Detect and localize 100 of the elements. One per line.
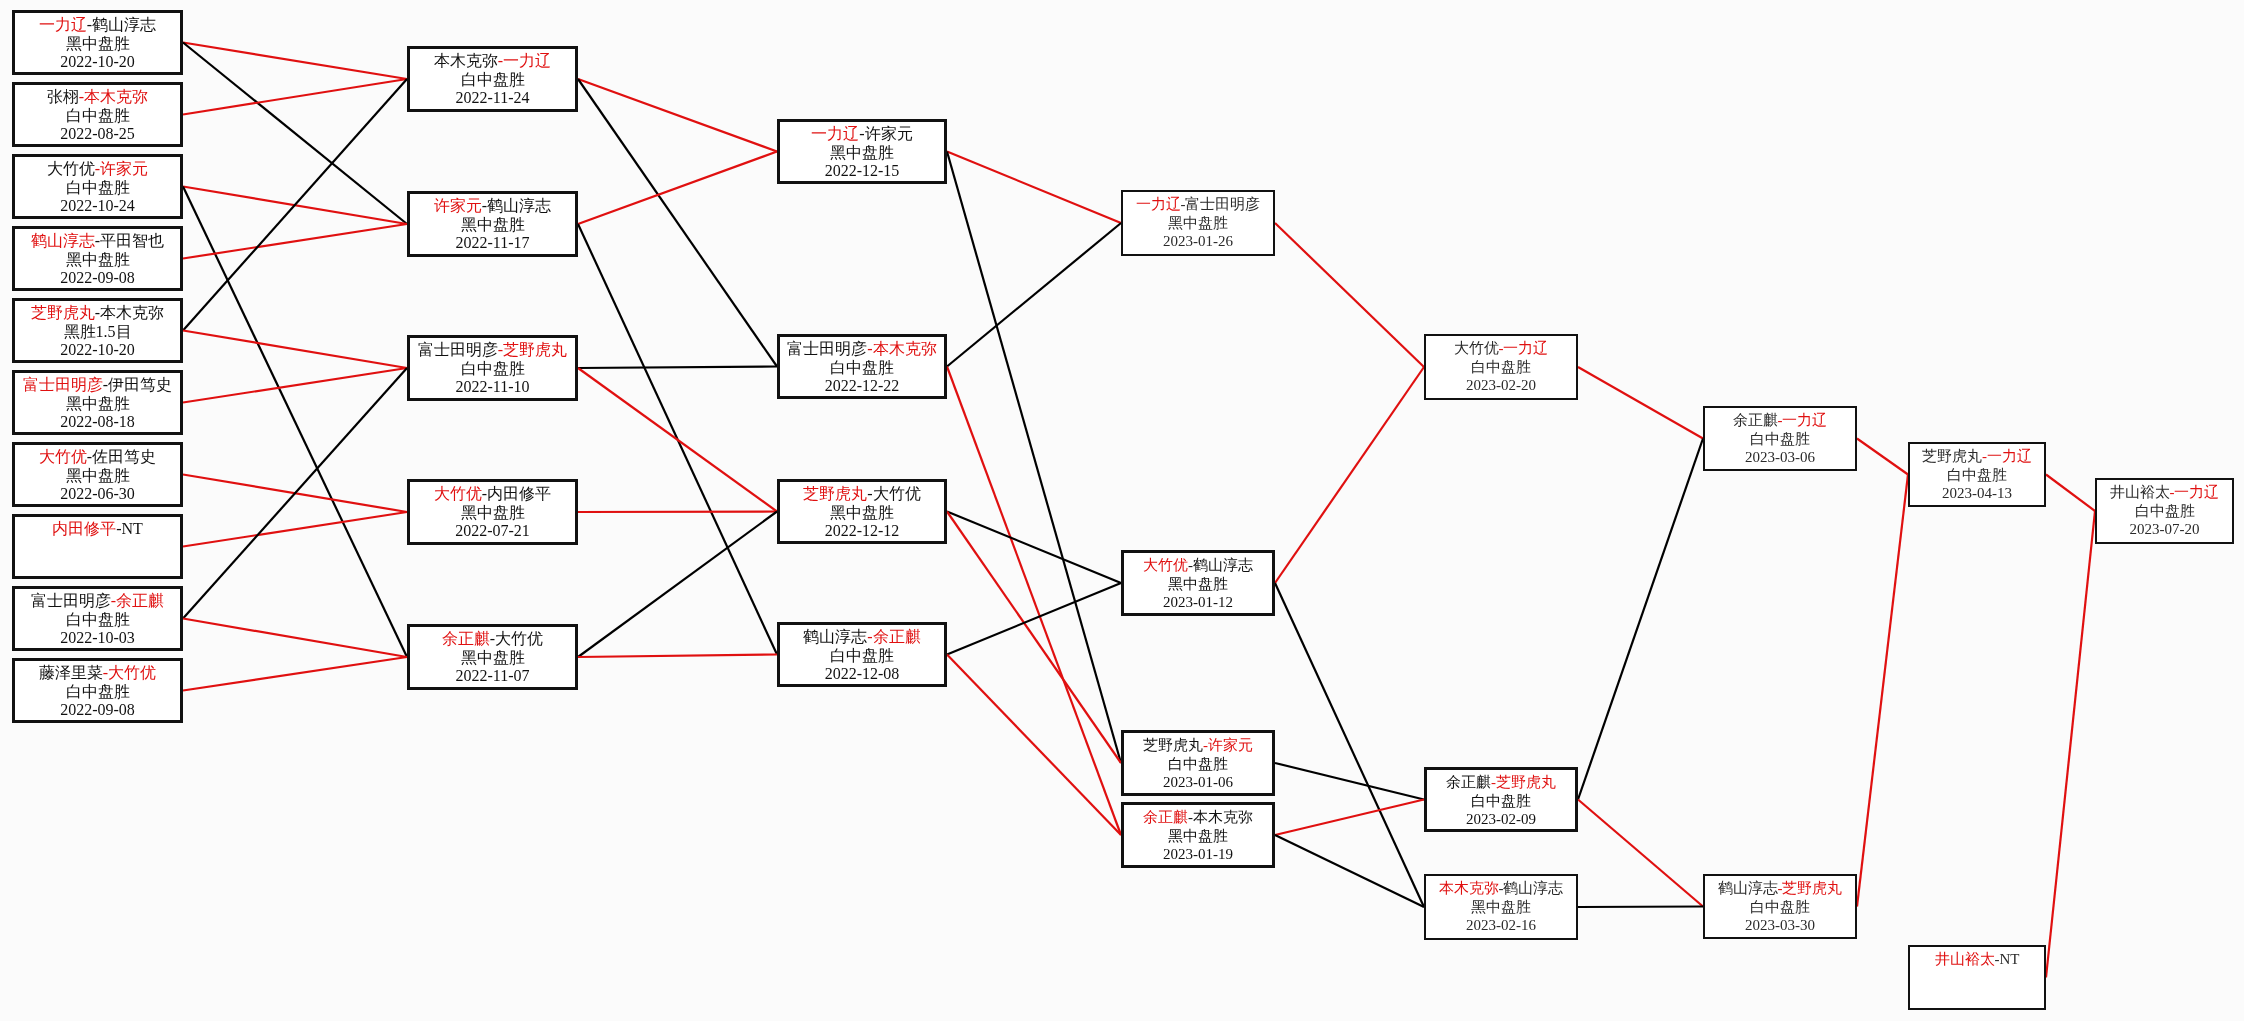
bracket-line [182, 617, 408, 659]
match-box [1703, 406, 1857, 471]
player-names: 大竹优-一力辽 [1453, 339, 1549, 358]
bracket-line [182, 41, 408, 225]
bracket-line [945, 366, 1123, 836]
player-names: 一力辽-富士田明彦 [1135, 195, 1261, 214]
player-names: 芝野虎丸-许家元 [1143, 736, 1253, 755]
game-result: 白中盘胜 [830, 646, 894, 665]
game-date: 2022-11-10 [455, 378, 530, 397]
match-box [407, 479, 578, 545]
game-result: 白中盘胜 [65, 610, 130, 629]
player-names: 大竹优-佐田笃史 [38, 448, 157, 467]
match-box [12, 514, 183, 579]
game-date: 2022-06-30 [60, 485, 135, 504]
player-names: 余正麒-一力辽 [1732, 411, 1828, 430]
match-box [1424, 767, 1578, 832]
game-date: 2022-09-08 [60, 269, 135, 288]
game-date: 2022-09-08 [60, 701, 135, 720]
game-date: 2022-12-15 [824, 162, 900, 181]
game-date: 2023-01-26 [1163, 232, 1233, 251]
match-box [1703, 874, 1857, 939]
game-result: 黑中盘胜 [65, 250, 130, 269]
player-names: 许家元-鹤山淳志 [433, 197, 552, 216]
player-names: 富士田明彦-余正麒 [30, 592, 165, 611]
game-date: 2022-11-24 [455, 89, 530, 108]
game-date: 2023-01-06 [1163, 773, 1233, 792]
game-result: 黑中盘胜 [1168, 213, 1228, 232]
bracket-line [578, 510, 777, 514]
match-box [407, 335, 578, 401]
bracket-line [578, 365, 777, 370]
match-box [12, 154, 183, 219]
bracket-line [182, 367, 408, 620]
bracket-line [1856, 437, 1909, 476]
game-result: 黑中盘胜 [1471, 897, 1531, 916]
game-date: 2022-11-17 [455, 234, 530, 253]
bracket-line [946, 510, 1122, 584]
player-names: 芝野虎丸-大竹优 [803, 485, 921, 504]
bracket-line [182, 78, 408, 332]
game-date: 2023-02-09 [1466, 810, 1536, 829]
game-date: 2022-12-22 [824, 377, 900, 396]
game-result: 白中盘胜 [1750, 897, 1810, 916]
bracket-line [182, 77, 408, 116]
player-names: 鹤山淳志-余正麒 [803, 628, 921, 647]
game-result: 黑胜1.5目 [63, 322, 132, 341]
game-result: 黑中盘胜 [830, 143, 894, 162]
game-date: 2022-10-20 [60, 341, 135, 360]
game-result: 白中盘胜 [65, 682, 130, 701]
game-date: 2022-11-07 [455, 667, 530, 686]
match-box [12, 10, 183, 75]
bracket-line [946, 653, 1122, 836]
bracket-line [182, 329, 408, 370]
game-result: 黑中盘胜 [460, 503, 525, 522]
match-box [12, 586, 183, 651]
game-result: 黑中盘胜 [65, 34, 130, 53]
game-result: 黑中盘胜 [65, 466, 130, 485]
match-box [12, 442, 183, 507]
player-names: 鹤山淳志-芝野虎丸 [1717, 879, 1843, 898]
player-names: 富士田明彦-本木克弥 [787, 340, 937, 359]
game-date: 2022-07-21 [455, 522, 530, 541]
game-result: 黑中盘胜 [460, 648, 525, 667]
bracket-line [1578, 905, 1703, 909]
match-box [1908, 945, 2046, 1010]
player-names: 余正麒-本木克弥 [1143, 808, 1253, 827]
player-names: 井山裕太-NT [1934, 950, 2020, 969]
bracket-line [1274, 366, 1425, 584]
match-box [777, 479, 947, 544]
game-date: 2023-04-13 [1942, 484, 2012, 503]
match-box [12, 82, 183, 147]
game-date: 2022-10-24 [60, 197, 135, 216]
match-box [777, 119, 947, 184]
player-names: 富士田明彦-伊田笃史 [22, 376, 173, 395]
player-names: 富士田明彦-芝野虎丸 [417, 341, 568, 360]
player-names: 大竹优-内田修平 [433, 485, 552, 504]
match-box [1121, 550, 1275, 616]
match-box [1121, 802, 1275, 868]
bracket-line [577, 150, 778, 226]
bracket-line [577, 78, 778, 368]
bracket-line [1274, 798, 1425, 837]
bracket-line [577, 223, 778, 655]
bracket-line [946, 582, 1122, 656]
match-box [12, 226, 183, 291]
player-names: 内田修平-NT [52, 520, 143, 539]
game-date: 2022-12-12 [824, 522, 900, 541]
bracket-line [577, 77, 778, 153]
player-names: 一力辽-鹤山淳志 [38, 16, 157, 35]
player-names: 芝野虎丸-本木克弥 [30, 304, 165, 323]
match-box [407, 624, 578, 690]
bracket-line [182, 222, 408, 260]
game-date: 2023-01-12 [1163, 593, 1233, 612]
game-result: 白中盘胜 [2134, 501, 2195, 520]
match-box [407, 46, 578, 112]
game-result: 白中盘胜 [1750, 429, 1810, 448]
match-box [12, 658, 183, 723]
bracket-line [182, 510, 408, 548]
game-result: 黑中盘胜 [65, 394, 130, 413]
bracket-line [2045, 473, 2096, 512]
player-names: 大竹优-鹤山淳志 [1143, 556, 1253, 575]
bracket-line [946, 222, 1122, 368]
game-date: 2023-02-16 [1466, 916, 1536, 935]
game-result: 白中盘胜 [1168, 754, 1228, 773]
